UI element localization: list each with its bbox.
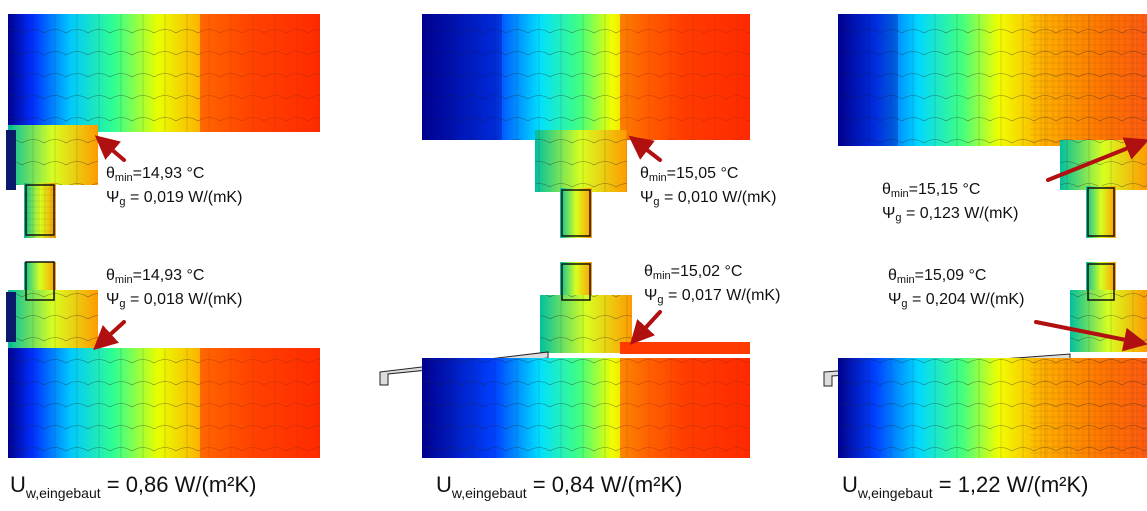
theta-min-label: θmin=15,05 °C <box>640 165 739 184</box>
theta-min-label: θmin=15,15 °C <box>882 181 981 200</box>
arrow-p1-top <box>94 135 126 162</box>
psi-g-label: Ψg = 0,010 W/(mK) <box>640 189 777 208</box>
panel-3-u-value: Uw,eingebaut = 1,22 W/(m²K) <box>842 472 1089 501</box>
arrow-p2-top <box>628 135 662 162</box>
panel-3-sim <box>823 14 1147 458</box>
panel-1-u-value: Uw,eingebaut = 0,86 W/(m²K) <box>10 472 257 501</box>
theta-min-label: θmin=15,02 °C <box>644 263 743 282</box>
arrow-p2-bottom <box>629 310 662 345</box>
psi-g-label: Ψg = 0,018 W/(mK) <box>106 291 243 310</box>
panel-2-top-annotation: θmin=15,05 °C Ψg = 0,010 W/(mK) <box>640 164 776 212</box>
psi-g-label: Ψg = 0,019 W/(mK) <box>106 189 243 208</box>
panel-1-top-annotation: θmin=14,93 °C Ψg = 0,019 W/(mK) <box>106 164 242 212</box>
arrow-p3-top <box>1046 137 1147 182</box>
panel-2-bottom-annotation: θmin=15,02 °C Ψg = 0,017 W/(mK) <box>644 262 780 310</box>
arrow-p3-bottom <box>1034 320 1147 352</box>
arrows <box>93 135 1147 352</box>
theta-min-label: θmin=14,93 °C <box>106 165 205 184</box>
psi-g-label: Ψg = 0,123 W/(mK) <box>882 205 1019 224</box>
panel-2-u-value: Uw,eingebaut = 0,84 W/(m²K) <box>436 472 683 501</box>
panel-3-bottom-annotation: θmin=15,09 °C Ψg = 0,204 W/(mK) <box>888 266 1024 314</box>
theta-min-label: θmin=15,09 °C <box>888 267 987 286</box>
psi-g-label: Ψg = 0,204 W/(mK) <box>888 291 1025 310</box>
arrow-p1-bottom <box>93 320 126 351</box>
panel-3-top-annotation: θmin=15,15 °C Ψg = 0,123 W/(mK) <box>882 180 1018 228</box>
psi-g-label: Ψg = 0,017 W/(mK) <box>644 287 781 306</box>
theta-min-label: θmin=14,93 °C <box>106 267 205 286</box>
panel-1-bottom-annotation: θmin=14,93 °C Ψg = 0,018 W/(mK) <box>106 266 242 314</box>
panel-2-sim <box>379 14 750 458</box>
panel-1-sim <box>6 14 320 458</box>
